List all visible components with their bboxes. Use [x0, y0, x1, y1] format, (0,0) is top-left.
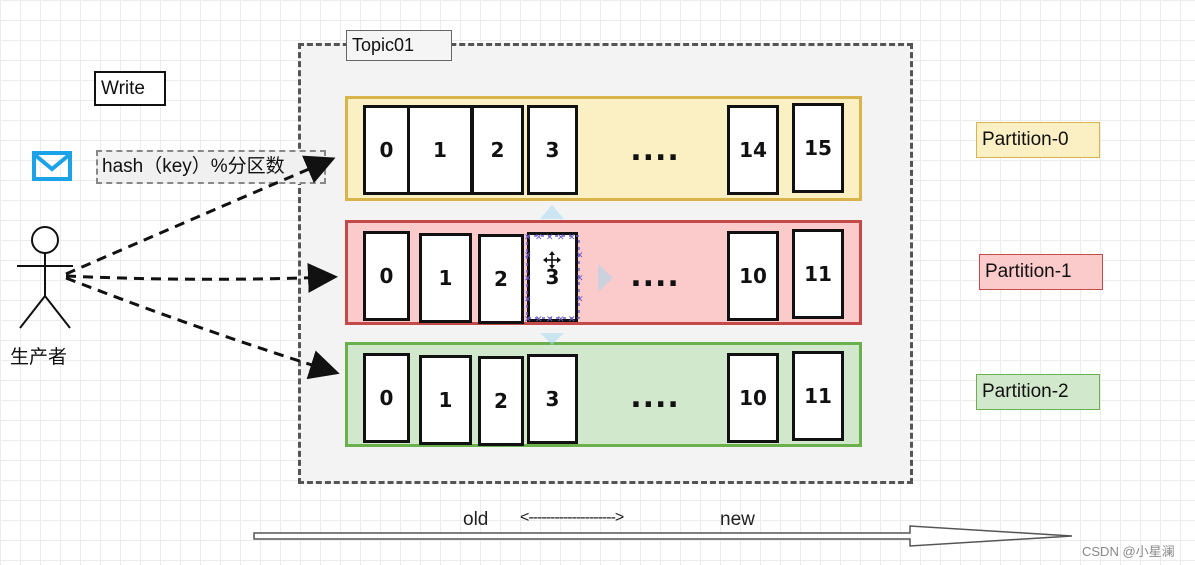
partition-0-label[interactable]: Partition-0: [976, 122, 1100, 158]
p0-ellipsis: ....: [630, 133, 680, 168]
selection-handles: [540, 205, 613, 345]
p2-ellipsis: ....: [630, 380, 680, 415]
svg-text:✕: ✕: [568, 233, 576, 243]
p2-cell-0: 0: [363, 353, 410, 443]
p1-cell-1: 1: [419, 233, 472, 323]
p1-ellipsis: ....: [630, 259, 680, 294]
svg-text:✕: ✕: [524, 251, 532, 261]
topic-label[interactable]: Topic01: [346, 30, 452, 61]
timeline-old-label: old: [463, 509, 489, 530]
svg-text:✕: ✕: [557, 315, 565, 325]
producer-label: 生产者: [10, 347, 68, 368]
svg-text:✕: ✕: [576, 274, 584, 284]
p0-cell-1: 1: [407, 105, 473, 195]
p2-cell-11: 11: [792, 351, 844, 441]
move-cursor-icon: [543, 251, 561, 269]
watermark: CSDN @小星澜: [1082, 544, 1175, 559]
stick-person-icon: [14, 224, 76, 334]
p2-cell-10: 10: [727, 353, 779, 443]
p2-cell-1: 1: [419, 355, 472, 445]
timeline-new-label: new: [720, 509, 755, 530]
arrow-to-partition-0: [65, 155, 336, 276]
svg-text:✕: ✕: [524, 233, 532, 243]
svg-text:✕: ✕: [524, 315, 532, 325]
timeline-arrow: [253, 525, 1073, 547]
p1-cell-10: 10: [727, 231, 779, 321]
arrow-to-partition-1: [65, 262, 338, 293]
selection-outline: [526, 235, 580, 319]
svg-text:✕: ✕: [524, 295, 532, 305]
p1-cell-3-selected[interactable]: 3: [527, 232, 578, 322]
svg-text:✕: ✕: [546, 233, 554, 243]
write-label[interactable]: Write: [94, 71, 166, 106]
p1-cell-0: 0: [363, 231, 410, 321]
partition-1-label[interactable]: Partition-1: [979, 254, 1103, 290]
svg-text:✕: ✕: [557, 233, 565, 243]
p0-cell-14: 14: [727, 105, 779, 195]
svg-text:✕: ✕: [535, 233, 543, 243]
producer-arrows: [65, 155, 340, 380]
partition-2-label[interactable]: Partition-2: [976, 374, 1100, 410]
svg-text:✕: ✕: [546, 315, 554, 325]
p1-cell-2: 2: [478, 234, 524, 324]
p1-cell-11: 11: [792, 229, 844, 319]
svg-text:✕: ✕: [535, 315, 543, 325]
envelope-icon: [32, 150, 72, 182]
svg-text:✕: ✕: [576, 295, 584, 305]
p2-cell-3: 3: [527, 354, 578, 444]
svg-text:✕: ✕: [524, 274, 532, 284]
p0-cell-2: 2: [471, 105, 524, 195]
svg-text:✕: ✕: [568, 315, 576, 325]
selection-dots: ✕✕✕✕✕ ✕✕✕✕✕ ✕✕✕ ✕✕✕: [524, 233, 584, 325]
p0-cell-3: 3: [527, 105, 578, 195]
p2-cell-2: 2: [478, 356, 524, 446]
arrow-to-partition-2: [65, 276, 340, 380]
p0-cell-15: 15: [792, 103, 844, 193]
timeline-arrow-text: <-------------------->: [520, 509, 624, 526]
svg-text:✕: ✕: [576, 251, 584, 261]
